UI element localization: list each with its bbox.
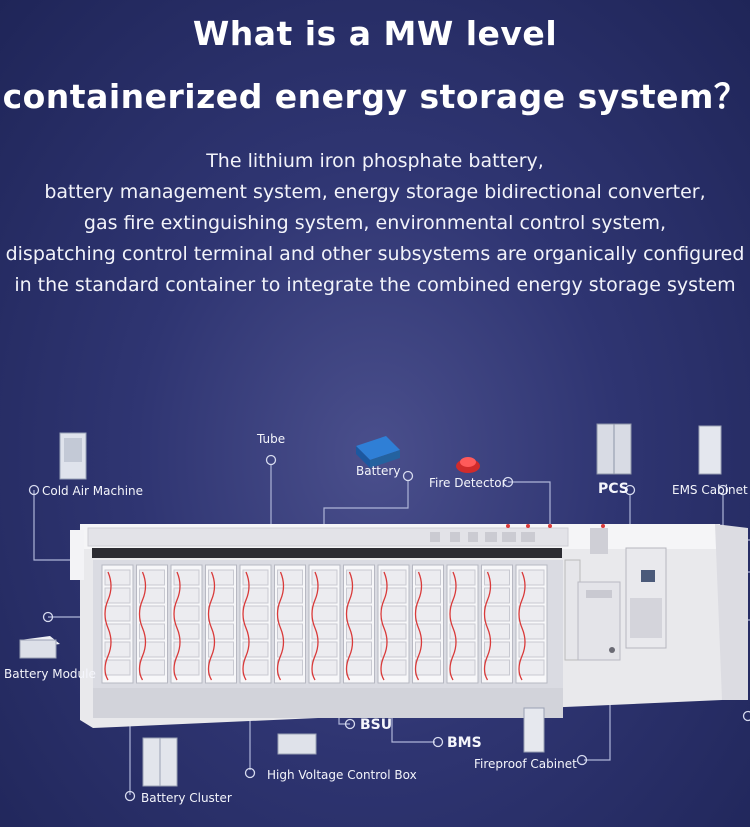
battery-rack [447, 565, 478, 683]
battery-rack [413, 565, 444, 683]
label-tube: Tube [257, 432, 285, 446]
battery-rack [378, 565, 409, 683]
label-battery-cluster: Battery Cluster [141, 791, 232, 805]
label-bms: BMS [447, 735, 482, 751]
cold-air-machine-icon [60, 433, 86, 479]
battery-rack [240, 565, 271, 683]
battery-rack [482, 565, 513, 683]
battery-rack [309, 565, 340, 683]
label-cold-air-machine: Cold Air Machine [42, 484, 143, 498]
pcs-icon [597, 424, 631, 474]
ems-cabinet-icon [699, 426, 721, 474]
battery-cluster-icon [143, 738, 177, 786]
high-voltage-control-box-icon [278, 734, 316, 754]
label-ems-cabinet: EMS Cabinet [672, 483, 748, 497]
label-fireproof-cabinet: Fireproof Cabinet [474, 757, 577, 771]
label-high-voltage-control-box: High Voltage Control Box [267, 768, 417, 782]
label-pcs: PCS [598, 481, 629, 497]
label-fire-detector: Fire Detector [429, 476, 507, 490]
battery-rack [516, 565, 547, 683]
fireproof-cabinet-icon [524, 708, 544, 752]
battery-rack [344, 565, 375, 683]
battery-rack [137, 565, 168, 683]
label-bsu: BSU [360, 717, 392, 733]
battery-rack [275, 565, 306, 683]
label-battery: Battery [356, 464, 400, 478]
battery-rack [102, 565, 133, 683]
label-battery-module: Battery Module [4, 667, 96, 681]
battery-rack [171, 565, 202, 683]
battery-module-icon [20, 636, 60, 658]
battery-rack [206, 565, 237, 683]
fire-detector-icon [456, 457, 480, 473]
